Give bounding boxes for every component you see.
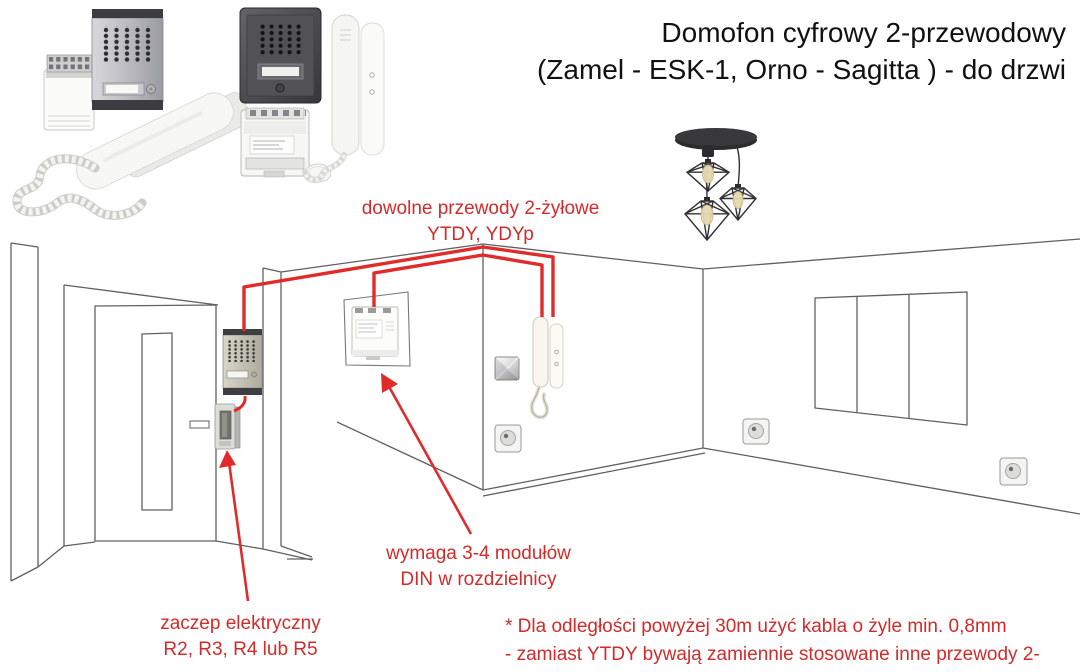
page-title: Domofon cyfrowy 2-przewodowy (Zamel - ES…	[410, 14, 1066, 88]
floor-lines	[336, 421, 1080, 515]
power-supply-photo	[43, 54, 95, 131]
indoor-handset	[529, 316, 564, 420]
module-annotation-line2: DIN w rozdzielnicy	[400, 569, 557, 590]
left-wall-edge	[10, 242, 39, 582]
door-frame	[63, 284, 219, 547]
ceiling-lamp	[675, 128, 757, 242]
room-outline	[10, 238, 1080, 582]
door-panel-dark-photo	[239, 7, 322, 104]
title-line1: Domofon cyfrowy 2-przewodowy	[661, 17, 1066, 48]
footnote: * Dla odległości powyżej 30m użyć kabla …	[505, 613, 1075, 672]
arrow-to-module	[381, 373, 398, 393]
window	[814, 291, 968, 426]
coiled-cord-icon	[12, 154, 147, 220]
module-annotation: wymaga 3-4 modułów DIN w rozdzielnicy	[356, 541, 601, 593]
lamp-cage-3	[684, 197, 730, 242]
wire-module-to-handset	[372, 253, 544, 317]
wires-annotation-line2: YTDY, YDYp	[427, 224, 534, 245]
wires-annotation: dowolne przewody 2-żyłowe YTDY, YDYp	[348, 196, 613, 248]
strike-annotation-line1: zaczep elektryczny	[160, 613, 321, 634]
arrow-to-strike	[219, 450, 236, 468]
module-annotation-line1: wymaga 3-4 modułów	[386, 543, 571, 564]
din-module-photo	[240, 107, 310, 178]
ceiling-lines	[280, 238, 1080, 273]
handset-photo	[76, 92, 252, 190]
strike-annotation-line2: R2, R3, R4 lub R5	[163, 639, 318, 660]
annotation-arrows	[219, 373, 473, 602]
electric-strike	[214, 403, 241, 450]
wall-handset-photo	[302, 14, 385, 184]
door-side-wall	[262, 267, 282, 549]
light-switch	[494, 356, 520, 381]
wires-annotation-line1: dowolne przewody 2-żyłowe	[361, 198, 600, 219]
bell-button-icon	[275, 83, 285, 93]
din-rail-module	[343, 291, 411, 367]
bell-button-icon	[251, 371, 257, 378]
lamp-cage-1	[685, 159, 731, 192]
outdoor-door-panel	[222, 329, 263, 395]
wall-socket-1	[494, 424, 522, 453]
title-line2: (Zamel - ESK-1, Orno - Sagitta ) - do dr…	[536, 54, 1066, 85]
intercom-wires	[233, 245, 555, 413]
footnote-line2: - zamiast YTDY bywają zamiennie stosowan…	[505, 644, 1040, 665]
wire-panel-to-strike	[233, 395, 247, 413]
lamp-cage-2	[719, 184, 757, 222]
door-inner-panel	[141, 332, 173, 511]
door-panel-silver-photo	[91, 9, 164, 110]
product-photos	[12, 7, 385, 220]
wire-panel-to-handset	[242, 245, 555, 331]
wall-socket-2	[742, 418, 770, 445]
footnote-line1: * Dla odległości powyżej 30m użyć kabla …	[505, 616, 1007, 637]
strike-annotation: zaczep elektryczny R2, R3, R4 lub R5	[128, 611, 353, 663]
wall-socket-3	[999, 457, 1028, 486]
door-handle	[189, 420, 210, 429]
